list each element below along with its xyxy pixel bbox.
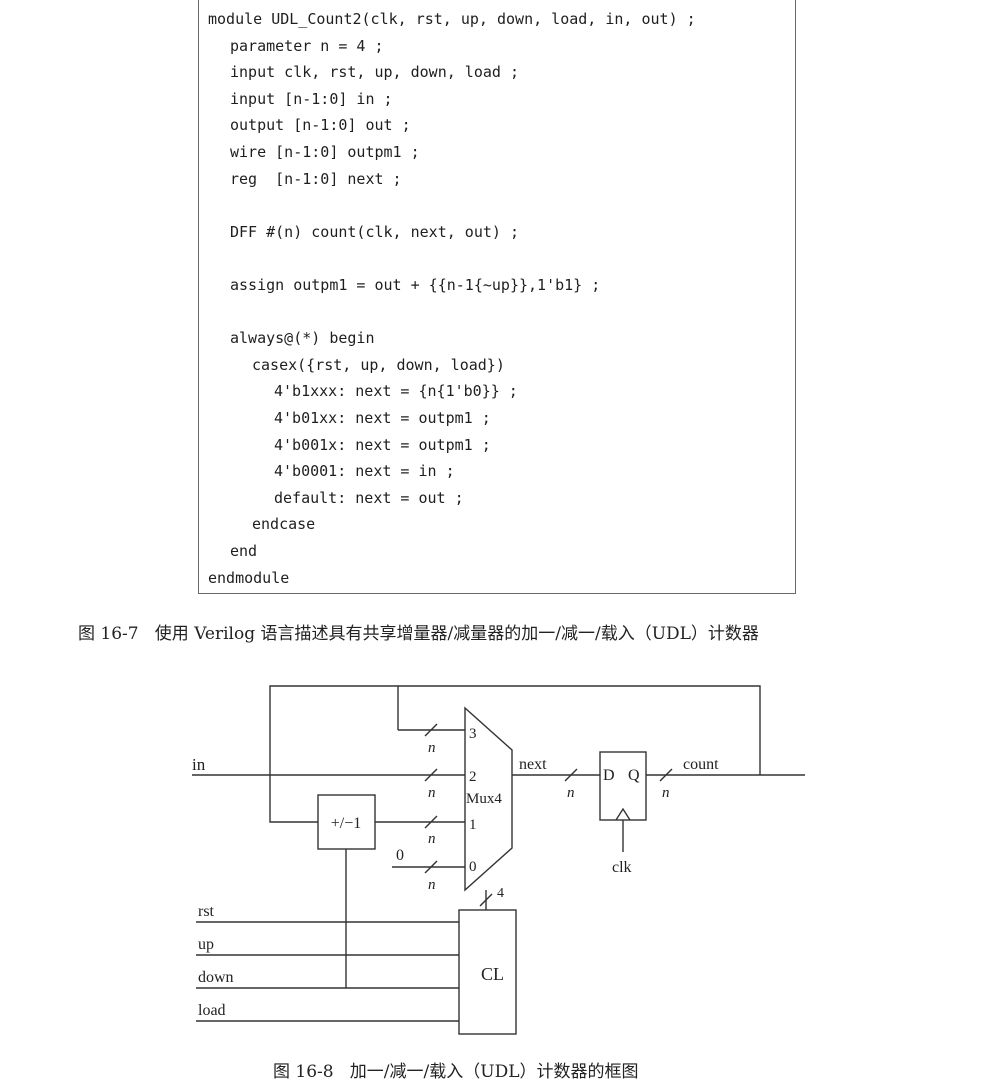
mux-input-1: 1 [469,817,477,833]
code-line: reg [n-1:0] next ; [230,169,402,188]
feedback-wire-top [398,685,761,775]
down-label: down [198,969,234,986]
dff-clock-triangle [615,807,631,821]
incdec-block [317,794,376,850]
dff-q-label: Q [628,767,640,784]
code-line: input [n-1:0] in ; [230,89,393,108]
svg-text:n: n [428,740,436,756]
code-line: parameter n = 4 ; [230,36,384,55]
code-line: 4'b01xx: next = outpm1 ; [274,409,491,427]
zero-label: 0 [396,847,404,864]
figure-caption-16-8: 图 16-8 加一/减一/载入（UDL）计数器的框图 [273,1062,639,1082]
code-line: default: next = out ; [274,488,464,507]
code-line: module UDL_Count2(clk, rst, up, down, lo… [208,10,696,28]
mux-input-2: 2 [469,769,477,785]
select-bus-mark [479,893,493,907]
select-width-label: 4 [497,886,504,901]
incdec-label: +/−1 [331,815,362,832]
code-line: 4'b1xxx: next = {n{1'b0}} ; [274,382,518,401]
rst-label: rst [198,903,215,920]
svg-text:n: n [428,877,436,893]
dff-d-label: D [603,767,615,784]
code-box [198,0,796,594]
mux4-block [464,706,513,892]
svg-text:n: n [428,831,436,847]
code-line: output [n-1:0] out ; [230,116,411,135]
svg-text:n: n [428,785,436,801]
code-line: DFF #(n) count(clk, next, out) ; [230,222,519,241]
code-line: 4'b0001: next = in ; [274,462,455,481]
code-line: assign outpm1 = out + {{n-1{~up}},1'b1} … [230,276,601,294]
code-line: endmodule [208,568,290,587]
count-bus-mark [659,768,673,782]
code-line: always@(*) begin [230,329,375,348]
mux-input-3: 3 [469,726,477,742]
code-line: 4'b001x: next = outpm1 ; [274,435,491,454]
in-label: in [192,755,206,774]
mux-input-0: 0 [469,859,477,875]
figure-caption-16-7: 图 16-7 使用 Verilog 语言描述具有共享增量器/减量器的加一/减一/… [78,624,759,644]
code-line: endcase [252,515,316,534]
feedback-wire [269,685,399,823]
mux-label: Mux4 [466,791,502,807]
load-label: load [198,1002,226,1019]
code-line: input clk, rst, up, down, load ; [230,63,519,82]
control-logic-label: CL [481,964,504,984]
code-line: wire [n-1:0] outpm1 ; [230,143,420,161]
count-label: count [683,756,719,773]
clk-label: clk [612,859,632,876]
code-line: casex({rst, up, down, load}) [252,355,505,374]
next-n-label: n [567,785,575,801]
next-bus-mark [564,768,578,782]
bus-width-marks: n n n n [424,723,438,893]
up-label: up [198,936,214,953]
next-label: next [519,756,547,773]
count-n-label: n [662,785,670,801]
control-logic-block [458,909,517,1035]
code-line: end [230,542,258,560]
